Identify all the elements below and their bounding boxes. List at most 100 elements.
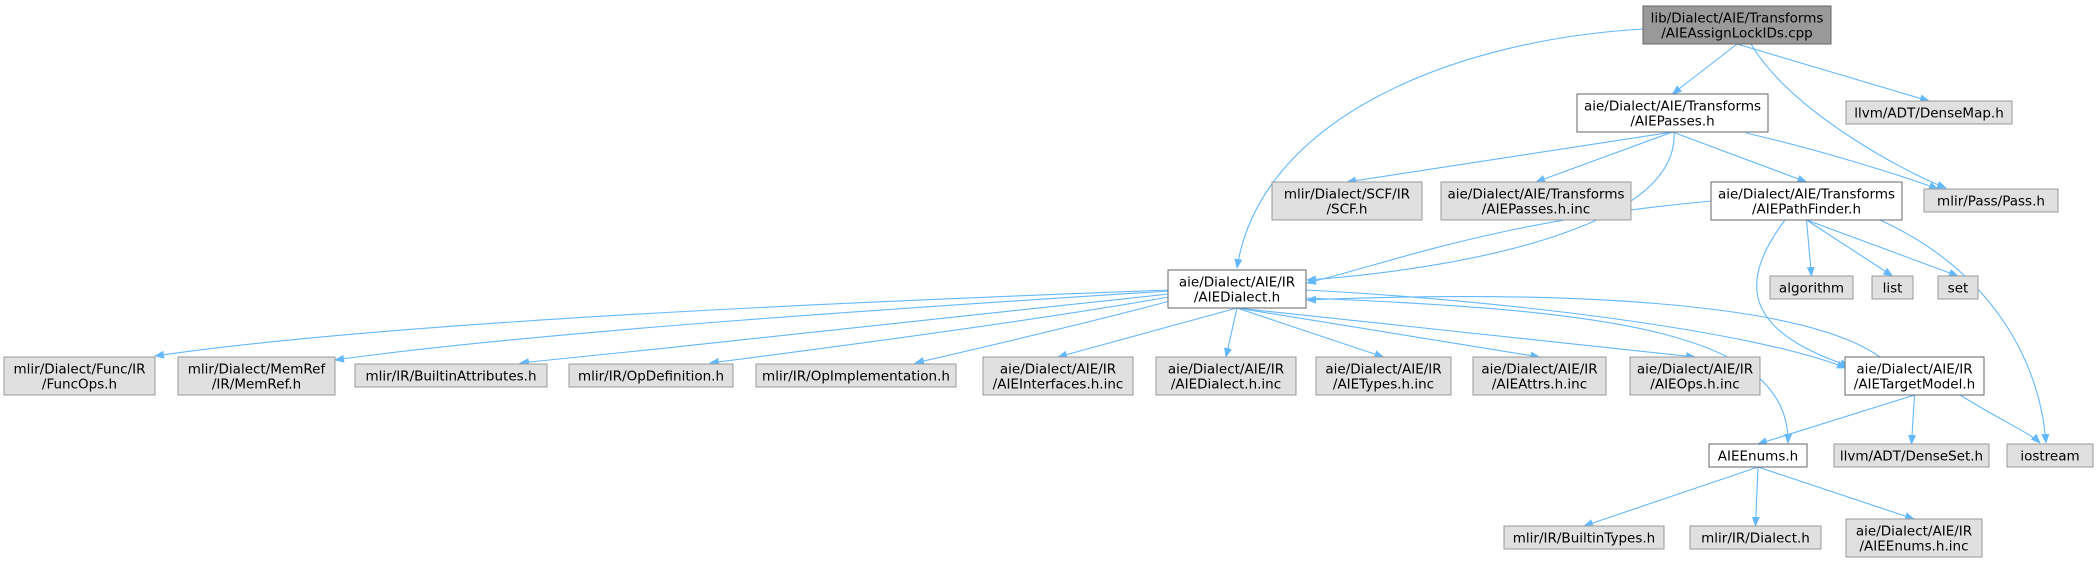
- node-box: [1923, 188, 2059, 213]
- node-label: /SCF.h: [1327, 202, 1368, 218]
- node-set[interactable]: set: [1937, 275, 1979, 300]
- node-box: [1845, 518, 1983, 558]
- node-box: [1871, 275, 1914, 300]
- node-box: [1472, 356, 1607, 396]
- node-label: llvm/ADT/DenseSet.h: [1840, 449, 1983, 465]
- edge-aiedialect-to-targetmodel: [1305, 289, 1847, 369]
- node-label: aie/Dialect/AIE/Transforms: [1447, 187, 1624, 203]
- node-label: /AIETypes.h.inc: [1333, 377, 1434, 393]
- node-scfh[interactable]: mlir/Dialect/SCF/IR/SCF.h: [1271, 181, 1423, 221]
- node-label: mlir/IR/OpDefinition.h: [578, 369, 724, 385]
- edge-root-to-passh: [1750, 43, 1947, 189]
- node-box: [755, 363, 957, 388]
- node-box: [3, 356, 156, 396]
- node-builtintypes[interactable]: mlir/IR/BuiltinTypes.h: [1503, 525, 1665, 550]
- edge-aieenums-to-enumsinc: [1757, 466, 1915, 520]
- node-pathfinder[interactable]: aie/Dialect/AIE/Transforms/AIEPathFinder…: [1710, 181, 1903, 221]
- node-label: /AIEPathFinder.h: [1752, 202, 1861, 218]
- node-passh[interactable]: mlir/Pass/Pass.h: [1923, 188, 2059, 213]
- node-label: set: [1948, 281, 1969, 297]
- node-box: [1937, 275, 1979, 300]
- edge-aiepasses-to-aiedialect: [1306, 131, 1675, 284]
- node-label: list: [1883, 281, 1903, 297]
- edge-targetmodel-to-iostream: [1959, 394, 2041, 444]
- node-label: llvm/ADT/DenseMap.h: [1854, 106, 2004, 122]
- edge-targetmodel-to-denseset: [1908, 394, 1917, 445]
- edge-aiedialect-to-opdef: [709, 296, 1170, 366]
- edge-pathfinder-to-algorithm: [1805, 219, 1815, 277]
- node-densemap[interactable]: llvm/ADT/DenseMap.h: [1845, 100, 2013, 125]
- node-box: [1844, 356, 1985, 396]
- node-aiedialect[interactable]: aie/Dialect/AIE/IR/AIEDialect.h: [1167, 269, 1307, 309]
- node-box: [1708, 443, 1808, 468]
- node-ifaceinc[interactable]: aie/Dialect/AIE/IR/AIEInterfaces.h.inc: [982, 356, 1134, 396]
- node-enumsinc[interactable]: aie/Dialect/AIE/IR/AIEEnums.h.inc: [1845, 518, 1983, 558]
- edge-aiedialect-to-memref: [334, 290, 1170, 363]
- edge-aiedialect-to-opsinc: [1236, 307, 1696, 361]
- node-aiepasses[interactable]: aie/Dialect/AIE/Transforms/AIEPasses.h: [1576, 93, 1769, 133]
- node-denseset[interactable]: llvm/ADT/DenseSet.h: [1833, 443, 1990, 468]
- node-label: lib/Dialect/AIE/Transforms: [1651, 11, 1824, 27]
- edge-aiepasses-to-pathfinder: [1672, 131, 1808, 183]
- node-box: [177, 356, 336, 396]
- node-aieenums[interactable]: AIEEnums.h: [1708, 443, 1808, 468]
- node-box: [1155, 356, 1297, 396]
- node-opimpl[interactable]: mlir/IR/OpImplementation.h: [755, 363, 957, 388]
- edge-root-to-aiedialect: [1234, 28, 1645, 269]
- node-funcops[interactable]: mlir/Dialect/Func/IR/FuncOps.h: [3, 356, 156, 396]
- edge-pathfinder-to-list: [1806, 219, 1894, 277]
- edge-aiedialect-to-typesinc: [1236, 307, 1385, 358]
- node-label: /FuncOps.h: [42, 377, 117, 393]
- node-box: [1642, 5, 1832, 45]
- edge-aiedialect-to-opimpl: [914, 300, 1171, 365]
- edge-root-to-aiepasses: [1671, 43, 1738, 95]
- node-label: mlir/Dialect/SCF/IR: [1284, 187, 1410, 203]
- node-targetmodel[interactable]: aie/Dialect/AIE/IR/AIETargetModel.h: [1844, 356, 1985, 396]
- node-label: /AIEDialect.h.inc: [1171, 377, 1281, 393]
- edges-layer: [154, 28, 2050, 527]
- node-label: aie/Dialect/AIE/IR: [1856, 524, 1972, 540]
- node-algorithm[interactable]: algorithm: [1769, 275, 1854, 300]
- node-attrsinc[interactable]: aie/Dialect/AIE/IR/AIEAttrs.h.inc: [1472, 356, 1607, 396]
- node-label: aie/Dialect/AIE/Transforms: [1718, 187, 1895, 203]
- node-label: aie/Dialect/AIE/Transforms: [1584, 99, 1761, 115]
- edge-aiedialect-to-builtinattr: [519, 293, 1170, 367]
- node-list[interactable]: list: [1871, 275, 1914, 300]
- node-dialecth[interactable]: mlir/IR/Dialect.h: [1689, 525, 1822, 550]
- node-box: [1710, 181, 1903, 221]
- node-label: /AIETargetModel.h: [1854, 377, 1975, 393]
- nodes-layer: lib/Dialect/AIE/Transforms/AIEAssignLock…: [3, 5, 2094, 558]
- node-label: aie/Dialect/AIE/IR: [1168, 362, 1284, 378]
- node-label: /AIEDialect.h: [1194, 290, 1280, 306]
- node-opdef[interactable]: mlir/IR/OpDefinition.h: [568, 363, 734, 388]
- edge-pathfinder-to-aiedialect: [1306, 200, 1713, 285]
- node-label: mlir/Dialect/MemRef: [188, 362, 327, 378]
- node-opsinc[interactable]: aie/Dialect/AIE/IR/AIEOps.h.inc: [1629, 356, 1761, 396]
- node-label: mlir/IR/OpImplementation.h: [762, 369, 950, 385]
- node-box: [1315, 356, 1452, 396]
- node-passesinc[interactable]: aie/Dialect/AIE/Transforms/AIEPasses.h.i…: [1440, 181, 1632, 221]
- node-iostream[interactable]: iostream: [2006, 443, 2094, 468]
- node-box: [1833, 443, 1990, 468]
- node-typesinc[interactable]: aie/Dialect/AIE/IR/AIETypes.h.inc: [1315, 356, 1452, 396]
- node-label: iostream: [2020, 449, 2079, 465]
- node-label: mlir/IR/BuiltinAttributes.h: [365, 369, 536, 385]
- node-label: aie/Dialect/AIE/IR: [1637, 362, 1753, 378]
- node-label: algorithm: [1779, 281, 1844, 297]
- node-memref[interactable]: mlir/Dialect/MemRef/IR/MemRef.h: [177, 356, 336, 396]
- node-builtinattr[interactable]: mlir/IR/BuiltinAttributes.h: [354, 363, 548, 388]
- node-box: [1503, 525, 1665, 550]
- node-label: aie/Dialect/AIE/IR: [1481, 362, 1597, 378]
- edge-targetmodel-to-aieenums: [1757, 394, 1915, 446]
- edge-aiedialect-to-funcops: [154, 289, 1170, 359]
- node-dialectinc[interactable]: aie/Dialect/AIE/IR/AIEDialect.h.inc: [1155, 356, 1297, 396]
- edge-aieenums-to-builtintypes: [1583, 466, 1759, 527]
- edge-targetmodel-to-aiedialect: [1306, 295, 1881, 358]
- node-label: /IR/MemRef.h: [212, 377, 301, 393]
- node-label: aie/Dialect/AIE/IR: [1179, 275, 1295, 291]
- node-label: mlir/IR/BuiltinTypes.h: [1513, 531, 1655, 547]
- node-box: [568, 363, 734, 388]
- node-box: [1629, 356, 1761, 396]
- edge-aiepasses-to-passh: [1745, 132, 1939, 190]
